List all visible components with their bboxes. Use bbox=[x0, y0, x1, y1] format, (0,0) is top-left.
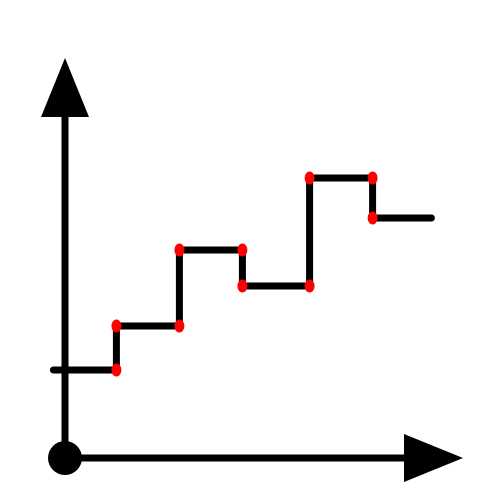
data-point-2 bbox=[111, 319, 122, 333]
axes-group bbox=[41, 58, 463, 482]
markers-group bbox=[111, 171, 378, 377]
data-point-8 bbox=[304, 171, 315, 185]
series-group bbox=[49, 174, 435, 374]
x-axis-arrowhead bbox=[404, 434, 463, 482]
y-axis-arrowhead bbox=[41, 58, 89, 117]
data-point-3 bbox=[174, 319, 185, 333]
data-point-7 bbox=[304, 279, 315, 293]
data-point-5 bbox=[237, 243, 248, 257]
data-point-10 bbox=[367, 211, 378, 225]
data-point-4 bbox=[174, 243, 185, 257]
origin-dot bbox=[48, 441, 82, 475]
data-point-1 bbox=[111, 363, 122, 377]
data-point-6 bbox=[237, 279, 248, 293]
data-point-9 bbox=[367, 171, 378, 185]
